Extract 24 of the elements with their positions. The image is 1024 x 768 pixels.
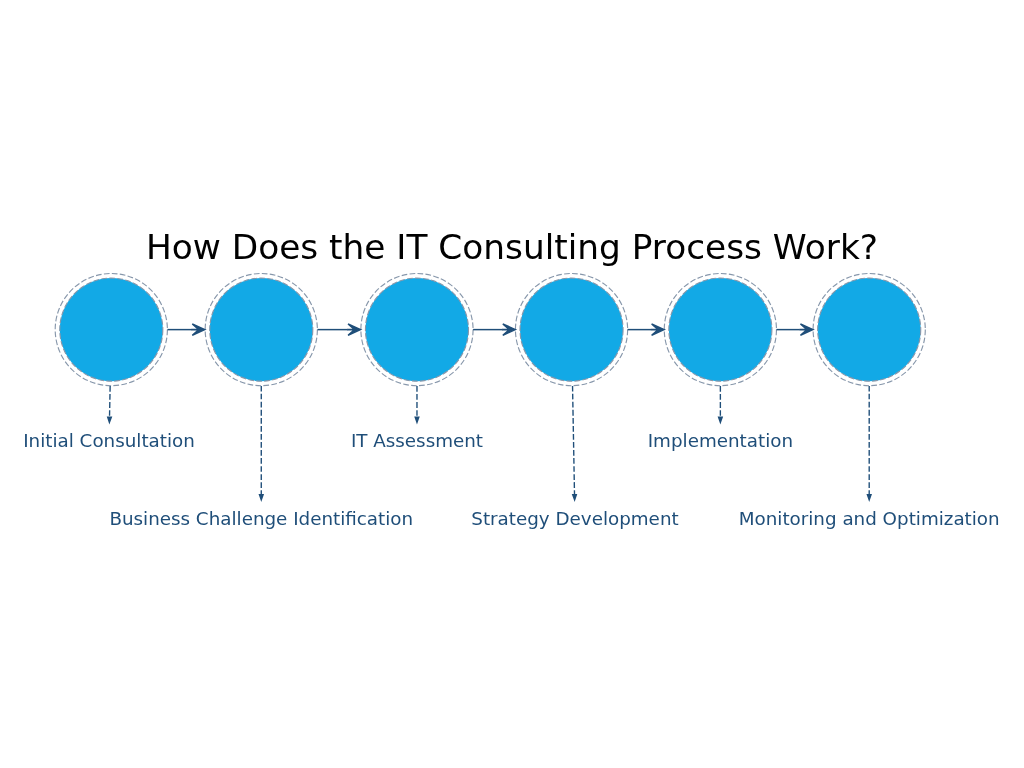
node-circle (812, 272, 926, 387)
node-text: Implementation (647, 430, 794, 452)
node-circle (663, 272, 778, 387)
arrow (626, 323, 665, 337)
arrow (258, 385, 265, 502)
node-text: Business Challenge Identification (109, 508, 414, 530)
node-circle (204, 272, 318, 387)
arrow (472, 323, 517, 337)
arrow (717, 385, 724, 425)
arrow (414, 385, 420, 425)
node-circle (360, 272, 474, 387)
arrow (166, 323, 206, 337)
arrow (775, 323, 814, 337)
node-text: Monitoring and Optimization (738, 508, 1000, 530)
node-circle (514, 272, 629, 387)
diagram-title: How Does the IT Consulting Process Work? (145, 226, 879, 267)
node-text: Initial Consultation (23, 430, 195, 452)
arrow (866, 385, 872, 502)
node-text: Strategy Development (471, 508, 679, 530)
node-circle (54, 272, 168, 387)
arrow (571, 385, 578, 502)
node-text: IT Assessment (350, 430, 484, 452)
arrow (316, 323, 362, 337)
arrow (106, 385, 113, 425)
